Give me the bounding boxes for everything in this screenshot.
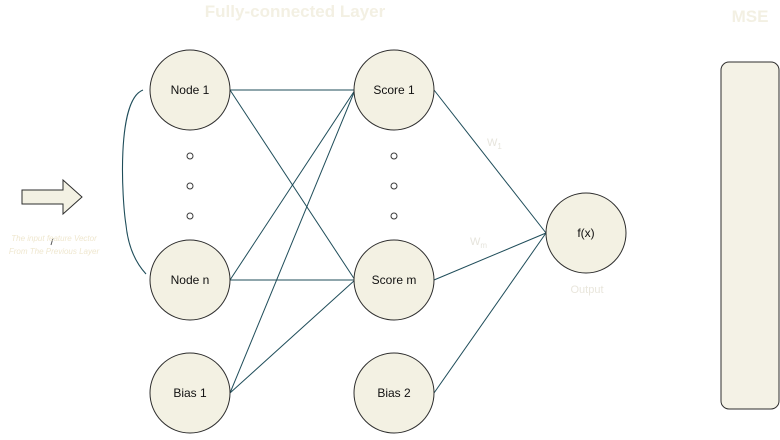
- input-note: The input feature Vector From The Previo…: [2, 232, 106, 258]
- node-1: [149, 49, 231, 131]
- node-1-label: Node 1: [171, 83, 210, 97]
- weight-label-m-main: W: [470, 236, 481, 248]
- edge-score1-fx: [433, 89, 547, 234]
- ellipsis-input: [186, 152, 194, 220]
- input-arrow: [21, 178, 83, 216]
- mse-title: MSE: [731, 7, 769, 26]
- edge-scorem-fx: [433, 232, 547, 281]
- score-m: [353, 239, 435, 321]
- input-bracket: [121, 89, 147, 275]
- bias-1: [149, 352, 231, 434]
- input-note-line-2: From The Previous Layer: [8, 247, 100, 256]
- output-node-label: f(x): [577, 226, 594, 240]
- layer-title: Fully-connected Layer: [204, 2, 386, 21]
- bias-2-label: Bias 2: [377, 386, 411, 400]
- ellipsis-score: [390, 152, 398, 220]
- node-n: [149, 239, 231, 321]
- score-1: [353, 49, 435, 131]
- score-m-label: Score m: [372, 273, 417, 287]
- edges-score-to-output: [433, 89, 547, 394]
- bias-1-label: Bias 1: [173, 386, 207, 400]
- edge-bias2-fx: [433, 232, 547, 394]
- bias-2: [353, 352, 435, 434]
- edge-bias1-score1: [229, 89, 356, 394]
- node-n-label: Node n: [171, 273, 210, 287]
- edges-input-to-score: [229, 89, 356, 394]
- weight-label-m-sub: m: [480, 241, 488, 251]
- output-label: Output: [570, 284, 604, 296]
- bracket-tick: [50, 237, 54, 246]
- weight-label-1: W1: [487, 137, 502, 151]
- mse-panel: [720, 61, 780, 410]
- output-node: [545, 192, 627, 274]
- weight-label-1-sub: 1: [497, 142, 502, 152]
- score-1-label: Score 1: [373, 83, 415, 97]
- edge-noden-score1: [229, 89, 356, 281]
- weight-label-m: Wm: [470, 236, 487, 250]
- weight-label-1-main: W: [487, 137, 498, 149]
- edge-bias1-scorem: [229, 279, 356, 394]
- input-note-line-1: The input feature Vector: [11, 234, 97, 243]
